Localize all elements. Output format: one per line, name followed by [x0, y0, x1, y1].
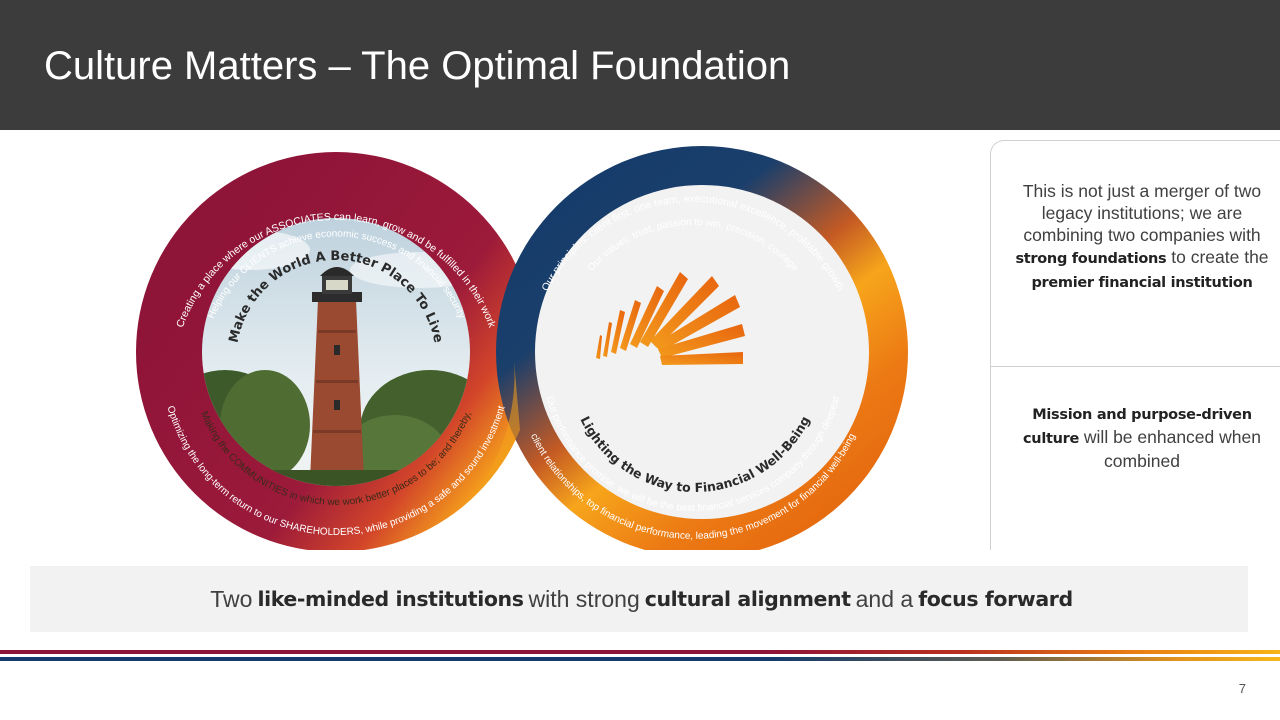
side2-bold-1: Mission and purpose-driven culture [1023, 407, 1252, 447]
side1-text-2: to create the [1171, 247, 1269, 267]
side1-text-1: This is not just a merger of two legacy … [1022, 181, 1262, 245]
bottom-banner: Two like-minded institutions with strong… [30, 566, 1248, 632]
footer-stripe-red [0, 650, 1280, 654]
banner-bold-2: cultural alignment [644, 587, 851, 611]
side-text-culture: Mission and purpose-driven culture will … [1004, 402, 1280, 472]
side1-bold-1: strong foundations [1015, 251, 1167, 267]
light-rays-logo [596, 272, 745, 365]
page-number: 7 [1238, 681, 1246, 696]
slide-title: Culture Matters – The Optimal Foundation [44, 44, 791, 88]
banner-text-3: and a [855, 585, 914, 612]
ring-overlap [470, 360, 520, 500]
side1-bold-2: premier financial institution [1031, 275, 1253, 291]
title-bar: Culture Matters – The Optimal Foundation [0, 0, 1280, 130]
side-text-merger: This is not just a merger of two legacy … [1004, 180, 1280, 294]
side-panel [990, 140, 1280, 550]
banner-bold-3: focus forward [918, 587, 1073, 611]
banner-text-1: Two [210, 585, 253, 612]
footer-stripe-navy [0, 657, 1280, 661]
banner-text-2: with strong [528, 585, 640, 612]
lighthouse-photo [202, 218, 470, 486]
right-inner-circle [535, 185, 869, 519]
side2-text-1: will be enhanced when combined [1083, 427, 1261, 471]
side-panel-divider [990, 366, 1280, 367]
culture-rings-graphic: Creating a place where our ASSOCIATES ca… [136, 146, 908, 550]
banner-bold-1: like-minded institutions [257, 587, 524, 611]
